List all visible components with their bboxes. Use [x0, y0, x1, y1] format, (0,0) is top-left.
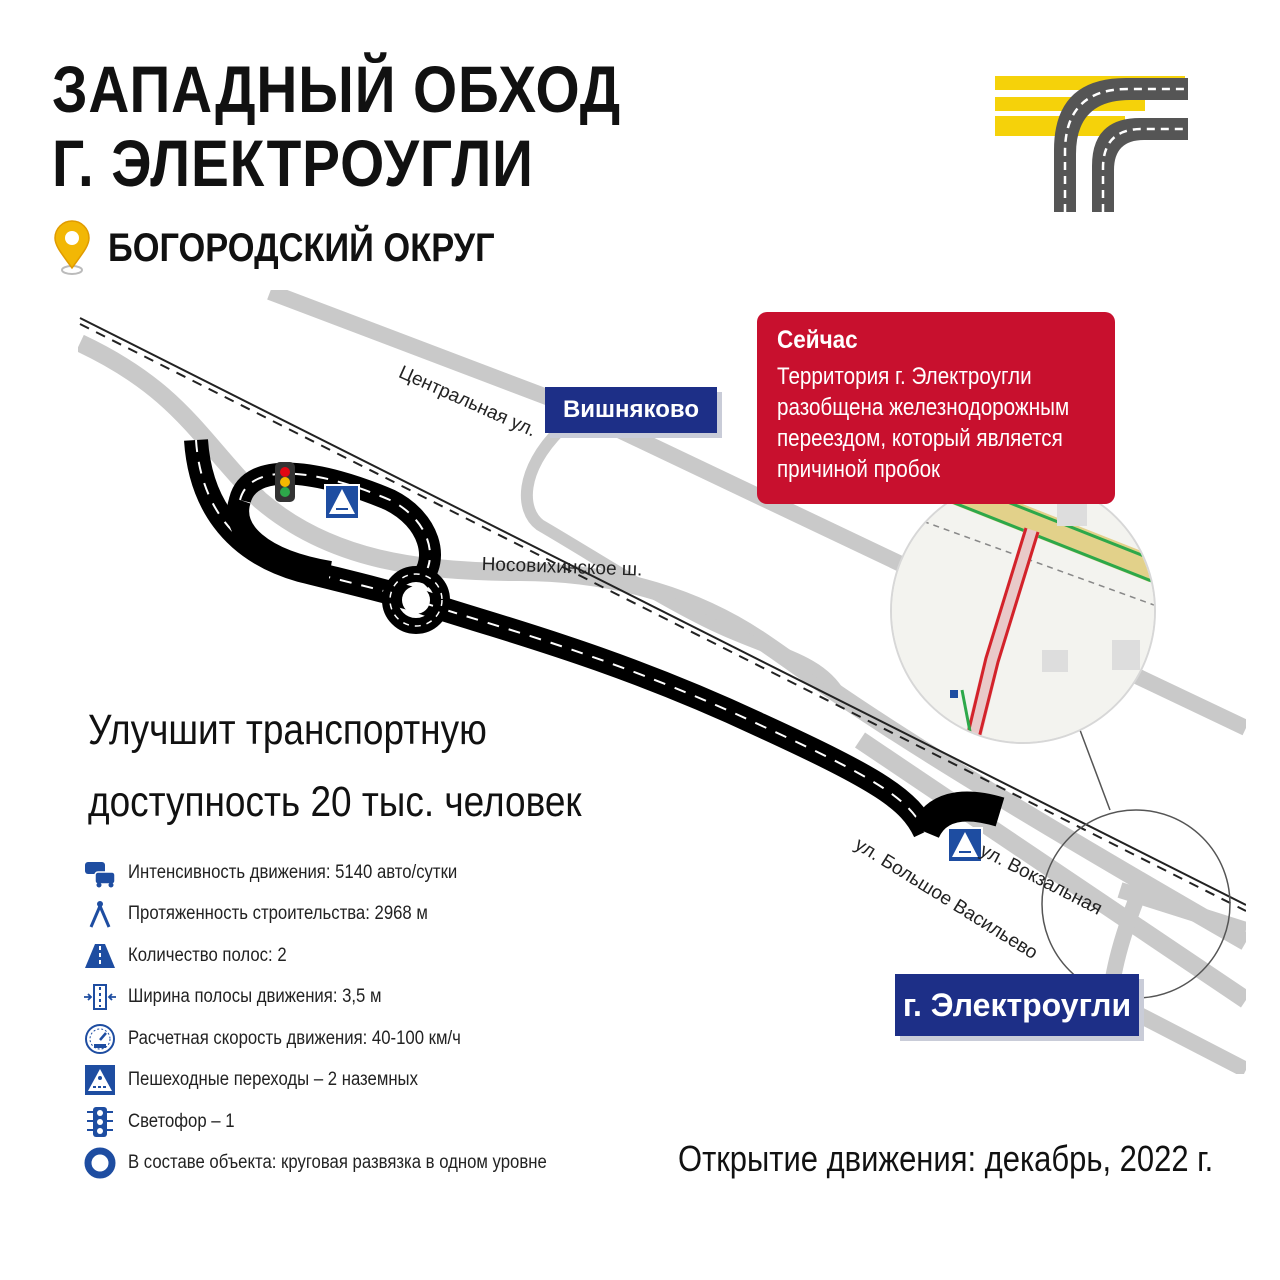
spec-text: Расчетная скорость движения: 40-100 км/ч: [128, 1027, 461, 1049]
south-road: [854, 732, 1246, 1008]
district-name: БОГОРОДСКИЙ ОКРУГ: [108, 225, 495, 270]
road-agency-logo: [995, 76, 1188, 212]
opening-date: Открытие движения: декабрь, 2022 г.: [678, 1138, 1214, 1179]
pedestrian-crossing-marker-2: [947, 827, 983, 863]
place-label-vishnyakovo: Вишняково: [545, 387, 717, 433]
title-line-2: Г. ЭЛЕКТРОУГЛИ: [52, 126, 534, 200]
spec-text: Интенсивность движения: 5140 авто/сутки: [128, 861, 458, 883]
lane-width-icon: [80, 980, 120, 1014]
spec-text: Светофор – 1: [128, 1110, 235, 1132]
location-pin-icon: [54, 220, 90, 275]
spec-roundabout: В составе объекта: круговая развязка в о…: [80, 1143, 640, 1185]
page-title: ЗАПАДНЫЙ ОБХОД Г. ЭЛЕКТРОУГЛИ: [52, 52, 621, 200]
zoom-map: [892, 480, 1154, 742]
road-lanes-icon: [80, 939, 120, 973]
traffic-light-marker: [275, 462, 295, 502]
current-situation-box: Сейчас Территория г. Электроугли разобще…: [757, 312, 1115, 504]
spec-lane-width: Ширина полосы движения: 3,5 м: [80, 977, 640, 1019]
pedestrian-crossing-icon: [80, 1063, 120, 1097]
benefit-statement: Улучшит транспортную доступность 20 тыс.…: [88, 694, 582, 838]
cars-icon: [80, 856, 120, 890]
place-label-elektrougli: г. Электроугли: [895, 974, 1139, 1036]
spec-text: В составе объекта: круговая развязка в о…: [128, 1152, 547, 1174]
title-line-1: ЗАПАДНЫЙ ОБХОД: [52, 52, 622, 126]
new-bypass-road: [184, 438, 1005, 839]
roundabout: [382, 566, 450, 634]
crossing-zoom-inset: [890, 478, 1156, 744]
spec-construction-length: Протяженность строительства: 2968 м: [80, 894, 640, 936]
benefit-line-1: Улучшит транспортную: [88, 706, 487, 754]
benefit-line-2: доступность 20 тыс. человек: [88, 778, 582, 826]
spec-design-speed: Расчетная скорость движения: 40-100 км/ч: [80, 1018, 640, 1060]
spec-traffic-intensity: Интенсивность движения: 5140 авто/сутки: [80, 852, 640, 894]
now-text: Территория г. Электроугли разобщена желе…: [777, 363, 1070, 483]
spec-text: Ширина полосы движения: 3,5 м: [128, 986, 382, 1008]
pedestrian-crossing-marker-1: [324, 484, 360, 520]
spec-traffic-lights: Светофор – 1: [80, 1101, 640, 1143]
roundabout-icon: [80, 1146, 120, 1180]
spec-pedestrian-crossings: Пешеходные переходы – 2 наземных: [80, 1060, 640, 1102]
traffic-light-icon: [80, 1105, 120, 1139]
spec-text: Количество полос: 2: [128, 944, 287, 966]
now-heading: Сейчас: [777, 326, 858, 354]
vishnyakovo-loop: [520, 425, 846, 699]
spec-text: Пешеходные переходы – 2 наземных: [128, 1069, 418, 1091]
speedometer-icon: [80, 1022, 120, 1056]
district-label: БОГОРОДСКИЙ ОКРУГ: [52, 220, 558, 276]
spec-text: Протяженность строительства: 2968 м: [128, 903, 428, 925]
specs-list: Интенсивность движения: 5140 авто/сутки …: [80, 852, 640, 1184]
compass-icon: [80, 897, 120, 931]
spec-lanes-count: Количество полос: 2: [80, 935, 640, 977]
railway: [79, 317, 1246, 912]
